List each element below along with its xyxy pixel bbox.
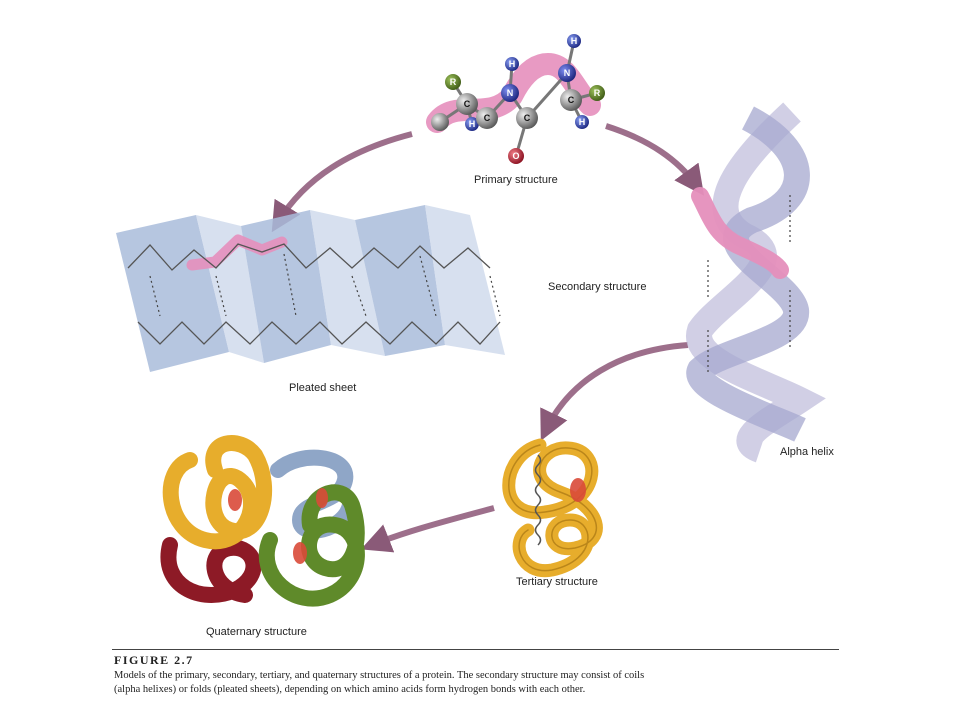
alpha-helix <box>686 102 826 463</box>
label-primary-structure: Primary structure <box>474 174 558 186</box>
arrow-tertiary-to-quaternary <box>360 505 495 553</box>
atom-r-11 <box>589 85 605 101</box>
atom-label-8: N <box>564 68 571 78</box>
sheet-hydrogen-bonds <box>149 253 501 317</box>
atom-c-10 <box>560 89 582 111</box>
tertiary-structure <box>502 438 603 578</box>
sheet-panel-5 <box>355 205 445 356</box>
primary-end-atom <box>431 113 449 131</box>
figure-divider <box>112 649 839 650</box>
sheet-panel-1 <box>116 215 229 372</box>
caption-line-1: Models of the primary, secondary, tertia… <box>114 670 645 681</box>
sheet-strand-bottom <box>137 321 501 345</box>
atom-label-6: C <box>524 113 531 123</box>
atom-h-2 <box>465 117 479 131</box>
figure-caption: Models of the primary, secondary, tertia… <box>114 669 814 697</box>
atom-label-10: C <box>568 95 575 105</box>
label-tertiary-structure: Tertiary structure <box>516 576 598 588</box>
label-alpha-helix: Alpha helix <box>780 446 834 458</box>
tertiary-coil <box>534 454 542 546</box>
atom-label-7: O <box>512 151 519 161</box>
atom-label-4: N <box>507 88 514 98</box>
atom-c-6 <box>516 107 538 129</box>
atom-o-7 <box>508 148 524 164</box>
sheet-strand-top <box>127 243 491 271</box>
arrow-helix-to-tertiary <box>540 342 689 441</box>
atom-label-11: R <box>594 88 601 98</box>
helix-hydrogen-bonds <box>707 195 791 375</box>
pleated-sheet <box>116 205 505 372</box>
label-quaternary-structure: Quaternary structure <box>206 626 307 638</box>
atom-label-1: C <box>464 99 471 109</box>
atom-c-3 <box>476 107 498 129</box>
atom-label-9: H <box>571 36 578 46</box>
sheet-pink-segment <box>186 234 288 271</box>
arrow-primary-to-pleated <box>271 131 413 233</box>
figure-title: FIGURE 2.7 <box>114 653 194 667</box>
sheet-panel-4 <box>310 210 385 356</box>
sheet-panel-2 <box>196 215 264 363</box>
atom-n-4 <box>501 84 519 102</box>
quaternary-maroon-subunit <box>160 537 262 603</box>
quaternary-yellow-subunit <box>162 435 273 550</box>
sheet-panel-6 <box>425 205 505 355</box>
quaternary-disc-2 <box>293 542 307 564</box>
atom-label-12: H <box>579 117 586 127</box>
atom-h-9 <box>567 34 581 48</box>
quaternary-green-subunit <box>258 484 365 607</box>
label-pleated-sheet: Pleated sheet <box>289 382 357 394</box>
arrow-primary-to-helix <box>605 123 705 196</box>
atom-h-12 <box>575 115 589 129</box>
quaternary-structure <box>160 435 365 607</box>
atom-n-8 <box>558 64 576 82</box>
atom-h-5 <box>505 57 519 71</box>
caption-line-2: (alpha helixes) or folds (pleated sheets… <box>114 684 586 695</box>
quaternary-disc-3 <box>316 488 328 508</box>
label-secondary-structure: Secondary structure <box>548 281 647 293</box>
atom-label-2: H <box>469 119 476 129</box>
helix-pink-segment <box>691 187 789 279</box>
atom-c-1 <box>456 93 478 115</box>
atom-label-3: C <box>484 113 491 123</box>
tertiary-disc <box>570 478 586 502</box>
helix-ribbon-front <box>686 106 810 442</box>
atom-label-0: R <box>450 77 457 87</box>
quaternary-disc-1 <box>228 489 242 511</box>
tertiary-ribbon-edge <box>508 444 597 572</box>
atom-r-0 <box>445 74 461 90</box>
atom-label-5: H <box>509 59 516 69</box>
